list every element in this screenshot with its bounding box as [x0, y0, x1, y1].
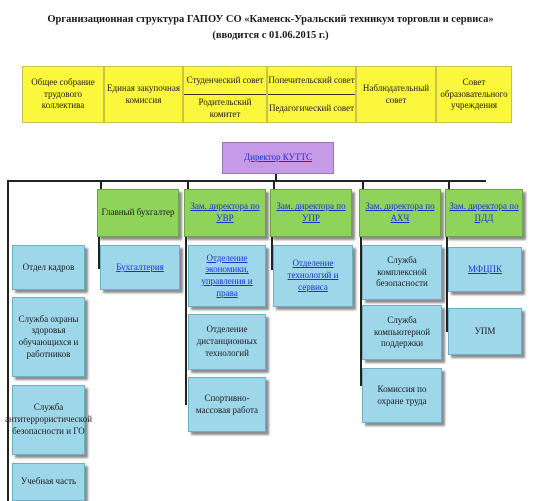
diagram-title: Организационная структура ГАПОУ СО «Каме… — [47, 14, 494, 25]
computer-support-box: Служба компьютерной поддержки — [362, 305, 442, 360]
connector-director-down — [275, 174, 277, 181]
top-box-institution-council: Совет образовательного учреждения — [436, 66, 512, 123]
labor-protection-box: Комиссия по охране труда — [362, 368, 442, 423]
pedagogical-council-label: Педагогический совет — [268, 102, 355, 113]
health-service-box: Служба охраны здоровья обучающихся и раб… — [12, 297, 85, 377]
connector-horizontal-bus — [7, 180, 486, 182]
deputy-ahch-box[interactable]: Зам. директора по АХЧ — [359, 189, 441, 237]
accounting-box[interactable]: Бухгалтерия — [100, 245, 180, 290]
chief-accountant-box: Главный бухгалтер — [97, 189, 179, 237]
trustees-council-label: Попечительский совет — [268, 67, 355, 95]
antiterror-service-box: Служба антитеррористической безопасности… — [5, 385, 92, 455]
top-box-supervisory-board: Наблюдательный совет — [356, 66, 436, 123]
deputy-uvr-box[interactable]: Зам. директора по УВР — [184, 189, 266, 237]
connector-left-column — [7, 180, 9, 501]
top-box-student-parent: Студенческий совет Родительский комитет — [183, 66, 267, 123]
parent-committee-label: Родительский комитет — [198, 96, 252, 119]
connector-pdd — [448, 180, 450, 189]
connector-pdd-down — [446, 237, 448, 332]
connector-upr — [273, 180, 275, 189]
distance-tech-department-box: Отделение дистанционных технологий — [188, 314, 266, 370]
connector-accountant — [100, 180, 102, 189]
tech-service-department-box[interactable]: Отделение технологий и сервиса — [273, 245, 353, 307]
upm-box: УПМ — [448, 308, 522, 355]
hr-department-box: Отдел кадров — [12, 245, 85, 290]
sports-work-box: Спортивно-массовая работа — [188, 377, 266, 432]
connector-upr-down — [271, 237, 273, 270]
deputy-pdd-box[interactable]: Зам. директора по ПДД — [445, 189, 523, 237]
deputy-upr-box[interactable]: Зам. директора по УПР — [270, 189, 352, 237]
connector-ahch — [362, 180, 364, 189]
top-box-general-meeting: Общее собрание трудового коллектива — [22, 66, 104, 123]
connector-accountant-down — [98, 237, 100, 269]
economics-department-box[interactable]: Отделение экономики, управления и права — [188, 245, 266, 307]
academic-office-box: Учебная часть — [12, 463, 85, 501]
top-box-trustees-pedagogical: Попечительский совет Педагогический сове… — [267, 66, 356, 123]
student-council-label: Студенческий совет — [184, 67, 266, 95]
connector-ahch-down — [360, 237, 362, 386]
diagram-subtitle: (вводится с 01.06.2015 г.) — [212, 30, 329, 41]
director-box[interactable]: Директор КУТТС — [222, 142, 334, 174]
security-service-box: Служба комплексной безопасности — [362, 245, 442, 300]
connector-uvr-down — [185, 237, 187, 405]
top-box-procurement-commission: Единая закупочная комиссия — [104, 66, 183, 123]
mfcpk-box[interactable]: МФЦПК — [448, 247, 522, 292]
connector-uvr — [187, 180, 189, 189]
